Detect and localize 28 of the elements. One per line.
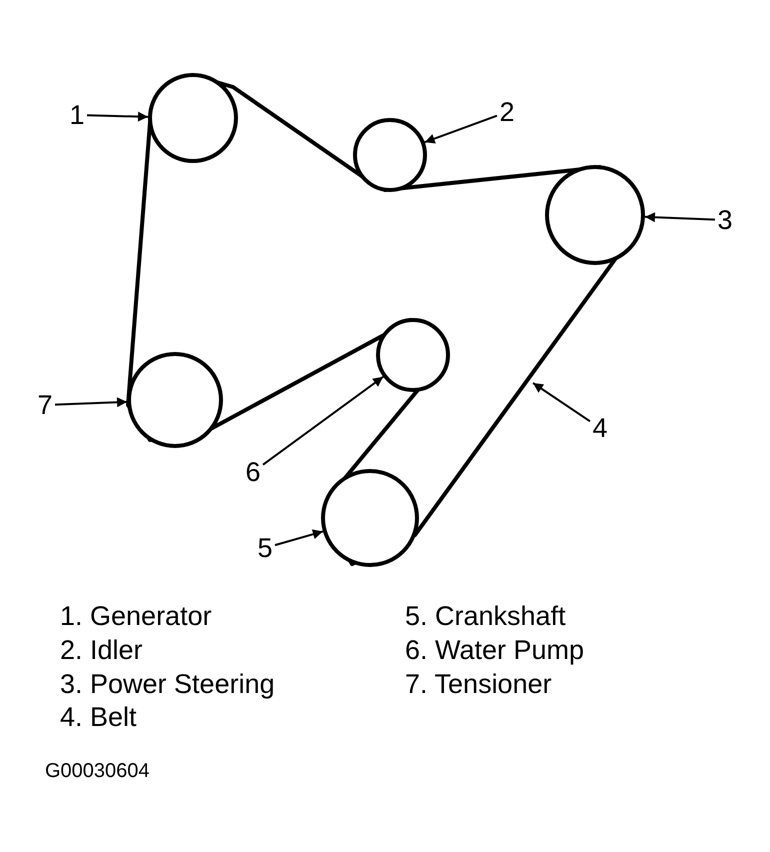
pulley: [321, 469, 419, 567]
leader-arrow: [86, 112, 148, 122]
key-entry: 2. Idler: [60, 636, 143, 666]
pulley: [353, 118, 427, 192]
callout-number: 6: [243, 457, 263, 487]
leader-arrow: [274, 529, 324, 546]
key-entry: 3. Power Steering: [60, 670, 275, 700]
callout-number: 3: [715, 205, 735, 235]
key-entry: 1. Generator: [60, 602, 212, 632]
callout-number: 2: [497, 97, 517, 127]
key-entry: 6. Water Pump: [405, 636, 584, 666]
leader-arrow: [54, 397, 128, 408]
key-entry: 4. Belt: [60, 703, 137, 733]
callout-number: 5: [255, 533, 275, 563]
key-entry: 5. Crankshaft: [405, 602, 566, 632]
callout-number: 7: [35, 390, 55, 420]
key-entry: 7. Tensioner: [405, 670, 552, 700]
leader-arrow: [532, 382, 591, 422]
pulley: [127, 352, 223, 448]
pulley: [148, 73, 238, 163]
callout-number: 1: [67, 100, 87, 130]
leader-arrow: [424, 114, 498, 144]
figure-code: G00030604: [45, 760, 150, 782]
callout-number: 4: [590, 413, 610, 443]
pulley: [545, 165, 645, 265]
leader-arrow: [644, 212, 716, 222]
pulley: [376, 318, 450, 392]
leader-arrow: [262, 376, 384, 466]
